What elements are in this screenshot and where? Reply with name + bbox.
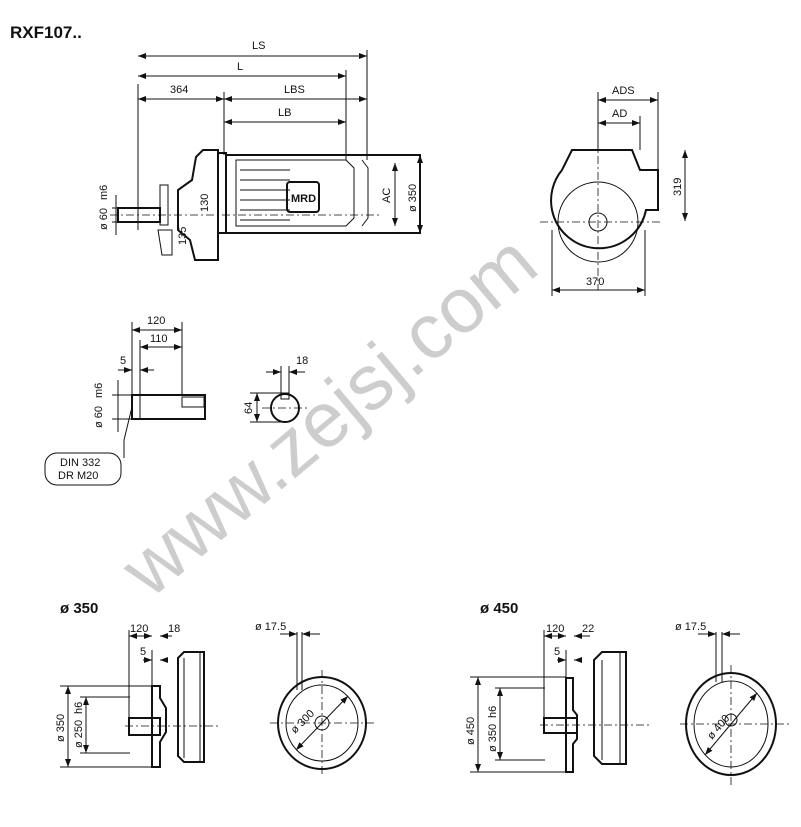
f350-dim-120: 120	[130, 623, 148, 635]
dim-shaft-tol: m6	[98, 185, 110, 200]
flange-350-title: ø 350	[60, 600, 98, 617]
main-view: LS L 364 LBS LB AC ø 350 ø 60 m6 130 135…	[98, 40, 423, 261]
thread-din: DIN 332	[60, 457, 100, 469]
gear-motor-outline	[110, 149, 421, 261]
f350-dim-18: 18	[168, 623, 180, 635]
f350-hole: ø 17.5	[255, 621, 286, 633]
dim-shaft-dia: ø 60	[98, 208, 110, 230]
dim-130: 130	[199, 194, 211, 212]
dim-364: 364	[170, 84, 188, 96]
dim-5: 5	[120, 355, 126, 367]
key-detail	[250, 366, 310, 423]
f350-outer: ø 350	[55, 714, 67, 742]
drawing-title: RXF107..	[10, 23, 82, 42]
flange-450-view	[470, 630, 790, 785]
f450-hole: ø 17.5	[675, 621, 706, 633]
dim-ac: AC	[381, 188, 393, 203]
dim-ls: LS	[252, 40, 265, 52]
f450-outer: ø 450	[465, 717, 477, 745]
dim-120: 120	[147, 315, 165, 327]
flange-350-view	[60, 630, 375, 775]
f350-pcd: ø 300	[289, 708, 317, 736]
dim-l: L	[237, 61, 243, 73]
dim-ad: AD	[612, 108, 627, 120]
shaft-detail	[44, 322, 206, 486]
dim-319: 319	[672, 178, 684, 196]
dim-dia-350: ø 350	[407, 184, 419, 212]
f450-dim-22: 22	[582, 623, 594, 635]
f450-spigot: ø 350	[487, 724, 499, 752]
shaft-dia: ø 60	[93, 406, 105, 428]
f350-spigot: ø 250	[73, 720, 85, 748]
watermark: www.zejsj.com	[104, 217, 553, 614]
f450-dim-120: 120	[546, 623, 564, 635]
f450-spigot-tol: h6	[487, 706, 499, 718]
dim-110: 110	[150, 333, 168, 345]
f350-dim-5: 5	[140, 646, 146, 658]
motor-label: MRD	[291, 193, 316, 205]
dim-64: 64	[243, 402, 255, 414]
f450-dim-5: 5	[554, 646, 560, 658]
dim-370: 370	[586, 276, 604, 288]
flange-450-title: ø 450	[480, 600, 518, 617]
dim-lbs: LBS	[284, 84, 305, 96]
dim-18: 18	[296, 355, 308, 367]
thread-size: DR M20	[58, 470, 98, 482]
side-view	[540, 92, 688, 296]
dim-lb: LB	[278, 107, 291, 119]
f350-spigot-tol: h6	[73, 702, 85, 714]
shaft-tol: m6	[93, 383, 105, 398]
dim-ads: ADS	[612, 85, 635, 97]
